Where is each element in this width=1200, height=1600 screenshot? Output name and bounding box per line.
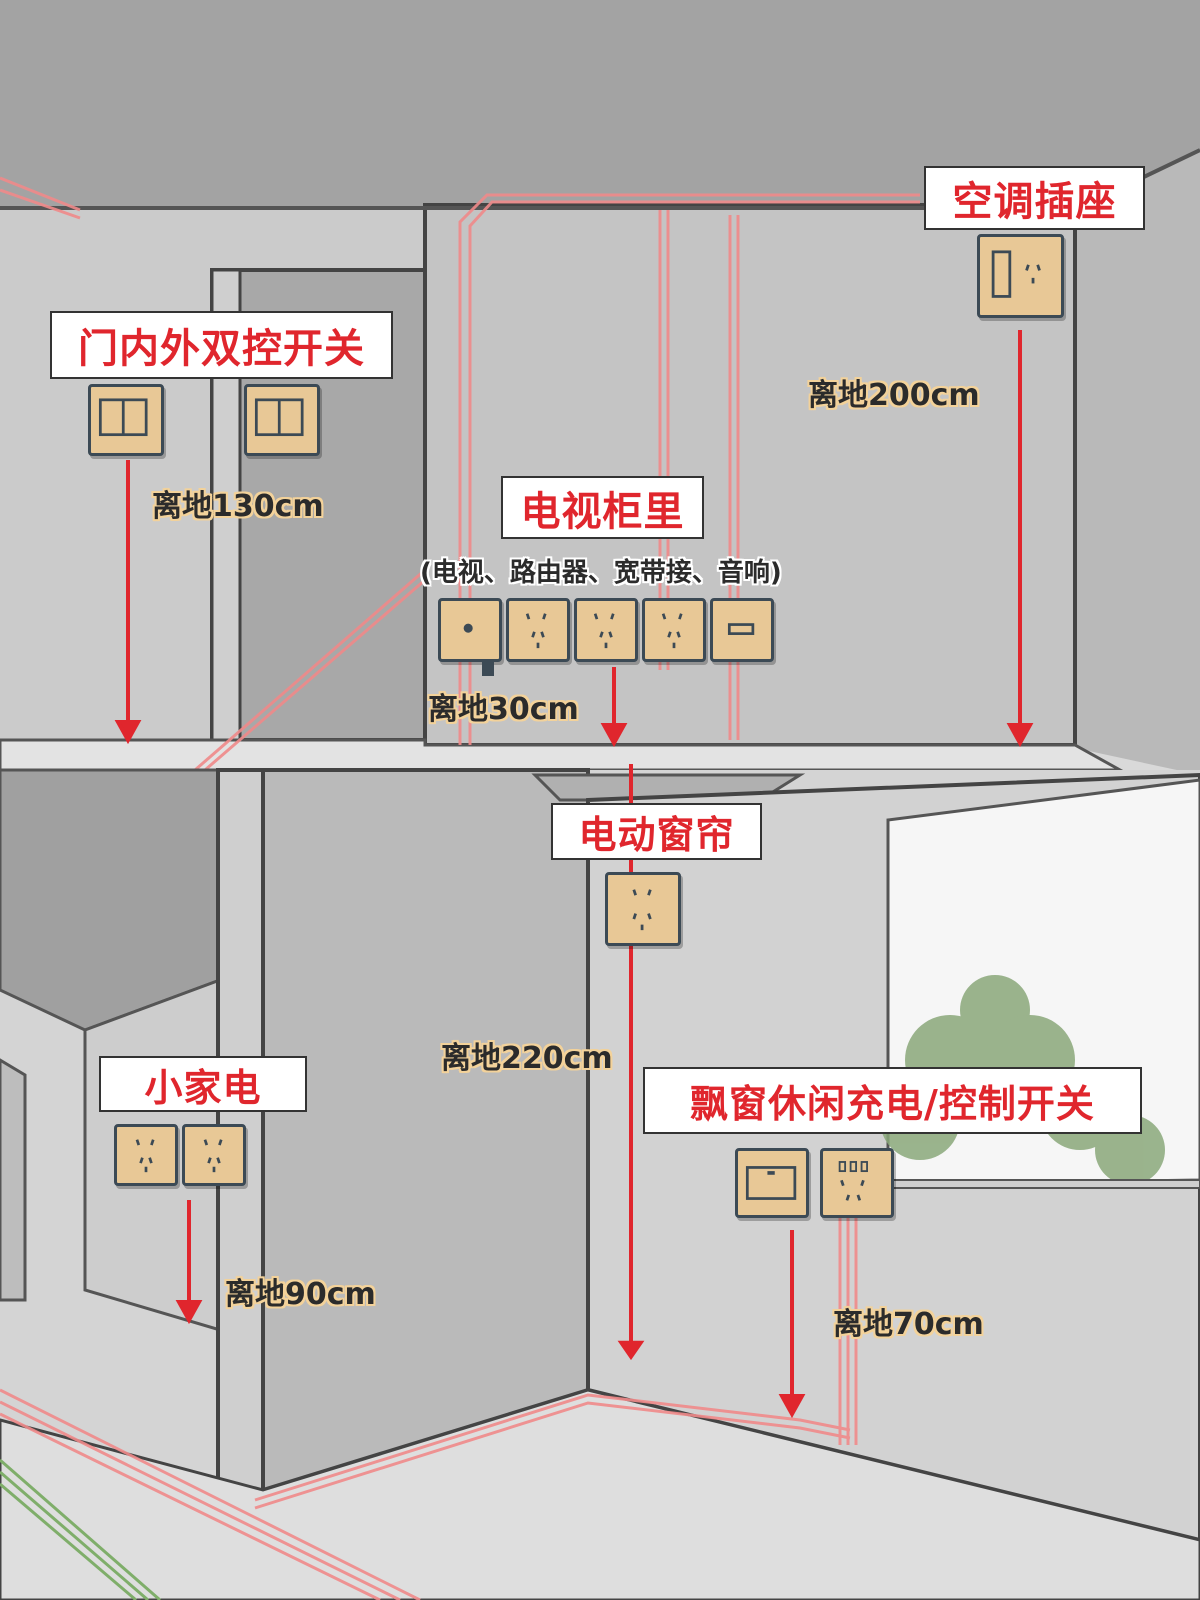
tv-cabinet-title: 电视柜里 <box>501 476 704 539</box>
tv-cabinet-height: 离地30cm <box>428 692 579 727</box>
pillar-side <box>261 768 590 1493</box>
network-port-icon <box>710 598 774 662</box>
five-hole-socket-icon <box>642 598 706 662</box>
height-arrows <box>114 330 1034 1419</box>
upper-right-wall <box>1075 150 1200 775</box>
ac-socket-icon <box>977 234 1064 318</box>
usb-socket-icon <box>820 1148 894 1218</box>
cable-stub <box>482 662 494 676</box>
lower-wires <box>0 1210 858 1600</box>
double-rocker-switch-icon <box>244 384 320 456</box>
five-hole-socket-icon <box>605 872 681 946</box>
bay-window-height: 离地70cm <box>833 1307 984 1342</box>
ac-socket-title: 空调插座 <box>924 166 1145 230</box>
double-rocker-switch-icon <box>88 384 164 456</box>
small-appliance-title: 小家电 <box>99 1056 307 1112</box>
rocker-switch-icon <box>735 1148 809 1218</box>
bay-window-title: 飘窗休闲充电/控制开关 <box>643 1067 1142 1134</box>
small-appliance-height: 离地90cm <box>225 1277 376 1312</box>
five-hole-socket-icon <box>506 598 570 662</box>
lower-left-edge <box>0 1058 27 1302</box>
five-hole-socket-icon <box>182 1124 246 1186</box>
upper-ceiling <box>0 0 1200 208</box>
upper-floor <box>0 738 1126 772</box>
five-hole-socket-icon <box>574 598 638 662</box>
door-switch-height: 离地130cm <box>152 489 324 524</box>
tv-cabinet-note: (电视、路由器、宽带接、音响) <box>420 558 782 588</box>
lower-floor <box>0 1388 1200 1600</box>
curtain-title: 电动窗帘 <box>551 803 762 860</box>
tv-coax-jack-icon <box>438 598 502 662</box>
door-switch-title: 门内外双控开关 <box>50 311 393 379</box>
green-wires <box>0 1458 161 1600</box>
curtain-height: 离地220cm <box>441 1041 613 1076</box>
five-hole-socket-icon <box>114 1124 178 1186</box>
ac-socket-height: 离地200cm <box>808 378 980 413</box>
